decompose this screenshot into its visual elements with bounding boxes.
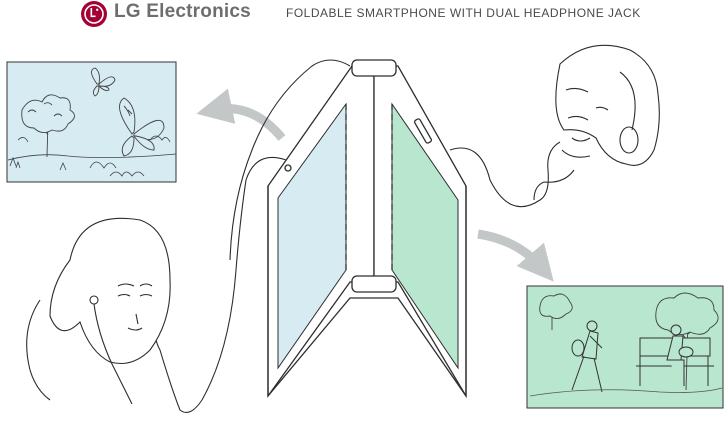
cable-left-drawing <box>153 156 287 413</box>
ground-drawing <box>7 135 177 177</box>
butterfly-large-drawing <box>119 97 165 157</box>
tree-drawing <box>21 94 75 158</box>
cable-left-top-drawing <box>229 59 351 261</box>
woman-headphones-drawing <box>533 44 660 201</box>
tree-right-drawing <box>655 292 719 391</box>
woman-earphones-drawing <box>26 217 171 405</box>
right-display-panel <box>526 285 724 409</box>
left-display-panel <box>6 61 177 183</box>
page-header: LG Electronics FOLDABLE SMARTPHONE WITH … <box>0 0 728 34</box>
walking-person-drawing <box>571 320 603 393</box>
lg-logo-icon <box>81 1 107 27</box>
tree-left-drawing <box>539 293 573 330</box>
brand-name: LG Electronics <box>114 1 251 22</box>
path-drawing <box>529 387 723 397</box>
bench-person-drawing <box>636 324 714 386</box>
arrow-up-left-icon <box>196 88 286 141</box>
arrow-down-right-icon <box>477 229 554 282</box>
page-title: FOLDABLE SMARTPHONE WITH DUAL HEADPHONE … <box>286 6 641 20</box>
cable-right-drawing <box>449 141 561 208</box>
butterfly-small-drawing <box>91 67 116 97</box>
foldable-phone-drawing <box>267 59 467 399</box>
